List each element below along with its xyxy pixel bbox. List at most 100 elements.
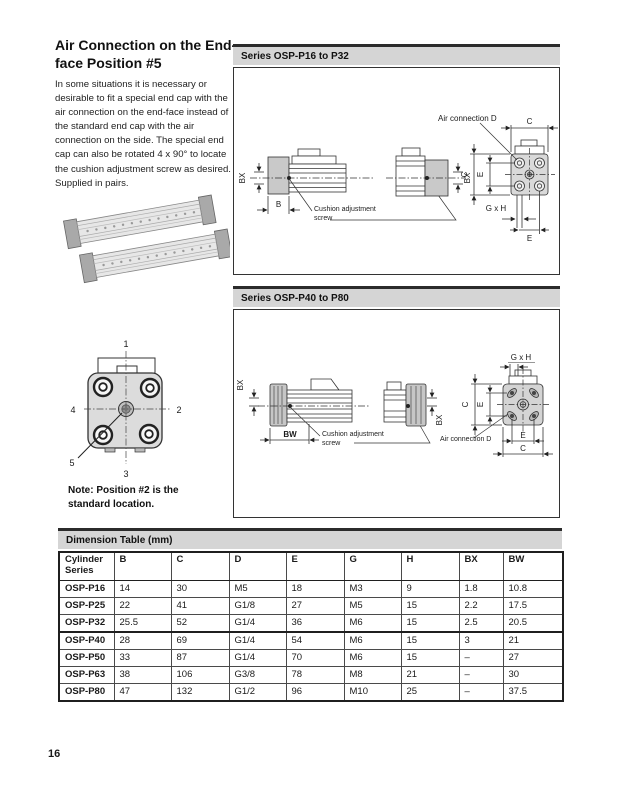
cell-b: 33 <box>113 649 172 667</box>
dim-label-bx: BX <box>236 379 245 390</box>
cell-d: G1/4 <box>228 614 287 633</box>
cell-series: OSP-P50 <box>58 649 115 667</box>
page-number: 16 <box>48 748 61 760</box>
cell-b: 38 <box>113 666 172 684</box>
col-header-bx: BX <box>458 551 504 581</box>
dim-label-e-left: E <box>476 172 485 177</box>
dim-label-bx: BX <box>463 172 472 183</box>
col-header-e: E <box>285 551 345 581</box>
page-title: Air Connection on the End-face Position … <box>55 37 237 72</box>
cell-b: 25.5 <box>113 614 172 633</box>
cell-e: 78 <box>285 666 345 684</box>
col-header-g: G <box>343 551 402 581</box>
intro-paragraph: In some situations it is necessary or de… <box>55 79 231 189</box>
cell-d: G3/8 <box>228 666 287 684</box>
cell-d: G1/8 <box>228 597 287 615</box>
cell-g: M5 <box>343 597 402 615</box>
cell-bx: – <box>458 683 504 702</box>
dim-label-bx: BX <box>238 172 247 183</box>
col-header-cylinder-series: Cylinder Series <box>58 551 115 581</box>
cell-series: OSP-P32 <box>58 614 115 633</box>
cell-bw: 37.5 <box>502 683 564 702</box>
cell-g: M8 <box>343 666 402 684</box>
dim-label-e-bottom: E <box>520 431 525 440</box>
diagram-p40-p80: BX BW Cushion adjustment screw BX G x H … <box>236 353 553 457</box>
cell-c: 30 <box>170 580 230 598</box>
cell-bw: 17.5 <box>502 597 564 615</box>
cell-b: 22 <box>113 597 172 615</box>
cell-c: 52 <box>170 614 230 633</box>
cell-series: OSP-P63 <box>58 666 115 684</box>
table-header-row: Cylinder Series B C D E G H BX BW <box>58 551 564 581</box>
col-header-h: H <box>400 551 460 581</box>
dim-label-gxh: G x H <box>486 204 507 213</box>
cell-g: M6 <box>343 649 402 667</box>
cell-bx: – <box>458 649 504 667</box>
cell-d: G1/4 <box>228 631 287 650</box>
table-row-osp-p40: OSP-P40 28 69 G1/4 54 M6 15 3 21 <box>58 631 564 650</box>
dimension-table-title: Dimension Table (mm) <box>58 528 562 549</box>
bolt-icon <box>92 376 161 446</box>
position-label-4: 4 <box>70 405 75 415</box>
col-header-d: D <box>228 551 287 581</box>
cell-c: 132 <box>170 683 230 702</box>
note-text: Note: Position #2 is the standard locati… <box>68 485 179 510</box>
position-label-1: 1 <box>123 339 128 349</box>
cell-bw: 21 <box>502 631 564 650</box>
cell-e: 96 <box>285 683 345 702</box>
dim-label-c-bottom: C <box>520 444 526 453</box>
cell-series: OSP-P80 <box>58 683 115 702</box>
position-label-2: 2 <box>176 405 181 415</box>
cell-h: 21 <box>400 666 460 684</box>
dim-label-b: B <box>276 200 281 209</box>
dim-label-c-left: C <box>461 401 470 407</box>
cushion-screw-label-line2: screw <box>314 215 333 222</box>
table-row-osp-p63: OSP-P63 38 106 G3/8 78 M8 21 – 30 <box>58 666 564 684</box>
dim-label-e-bottom: E <box>527 234 532 243</box>
cell-c: 87 <box>170 649 230 667</box>
series-box-p16-p32: Series OSP-P16 to P32 <box>233 44 560 275</box>
cushion-screw-label-line1: Cushion adjustment <box>322 431 384 438</box>
cell-b: 14 <box>113 580 172 598</box>
cell-h: 15 <box>400 649 460 667</box>
cell-d: G1/2 <box>228 683 287 702</box>
col-header-b: B <box>113 551 172 581</box>
cell-e: 18 <box>285 580 345 598</box>
cell-bw: 20.5 <box>502 614 564 633</box>
cell-series: OSP-P25 <box>58 597 115 615</box>
cell-e: 70 <box>285 649 345 667</box>
dimension-table-section: Dimension Table (mm) Cylinder Series B C… <box>58 528 564 702</box>
diagram-p16-p32: BX B Cushion adjustment screw BX Air con… <box>238 114 558 243</box>
series-box-p40-p80: Series OSP-P40 to P80 <box>233 286 560 518</box>
table-row-osp-p80: OSP-P80 47 132 G1/2 96 M10 25 – 37.5 <box>58 683 564 702</box>
series-box-header-p40: Series OSP-P40 to P80 <box>233 286 560 307</box>
series-diagram-area-p16: BX B Cushion adjustment screw BX Air con… <box>233 67 560 275</box>
cell-bx: 1.8 <box>458 580 504 598</box>
cell-h: 15 <box>400 631 460 650</box>
dim-label-c-left: C <box>460 171 469 177</box>
table-row-osp-p50: OSP-P50 33 87 G1/4 70 M6 15 – 27 <box>58 649 564 667</box>
cell-bw: 10.8 <box>502 580 564 598</box>
product-photo-cylinder-pair <box>63 194 230 284</box>
position-diagram: 1 2 3 4 5 <box>69 339 181 479</box>
cushion-screw-label-line2: screw <box>322 440 341 447</box>
cell-e: 54 <box>285 631 345 650</box>
air-connection-label: Air connection D <box>440 436 491 443</box>
dim-label-c-top: C <box>527 117 533 126</box>
cell-d: M5 <box>228 580 287 598</box>
series-diagram-area-p40: BX BW Cushion adjustment screw BX G x H … <box>233 309 560 518</box>
col-header-c: C <box>170 551 230 581</box>
air-connection-label: Air connection D <box>438 114 497 123</box>
cell-c: 69 <box>170 631 230 650</box>
cell-c: 41 <box>170 597 230 615</box>
cell-h: 9 <box>400 580 460 598</box>
cell-bw: 27 <box>502 649 564 667</box>
dimension-table: Cylinder Series B C D E G H BX BW OSP-P1… <box>58 551 564 702</box>
dim-label-gxh: G x H <box>511 353 532 362</box>
cell-e: 27 <box>285 597 345 615</box>
cell-series: OSP-P16 <box>58 580 115 598</box>
cell-bw: 30 <box>502 666 564 684</box>
cylinder-illustration-bottom <box>79 228 230 284</box>
cell-b: 28 <box>113 631 172 650</box>
cell-bx: – <box>458 666 504 684</box>
